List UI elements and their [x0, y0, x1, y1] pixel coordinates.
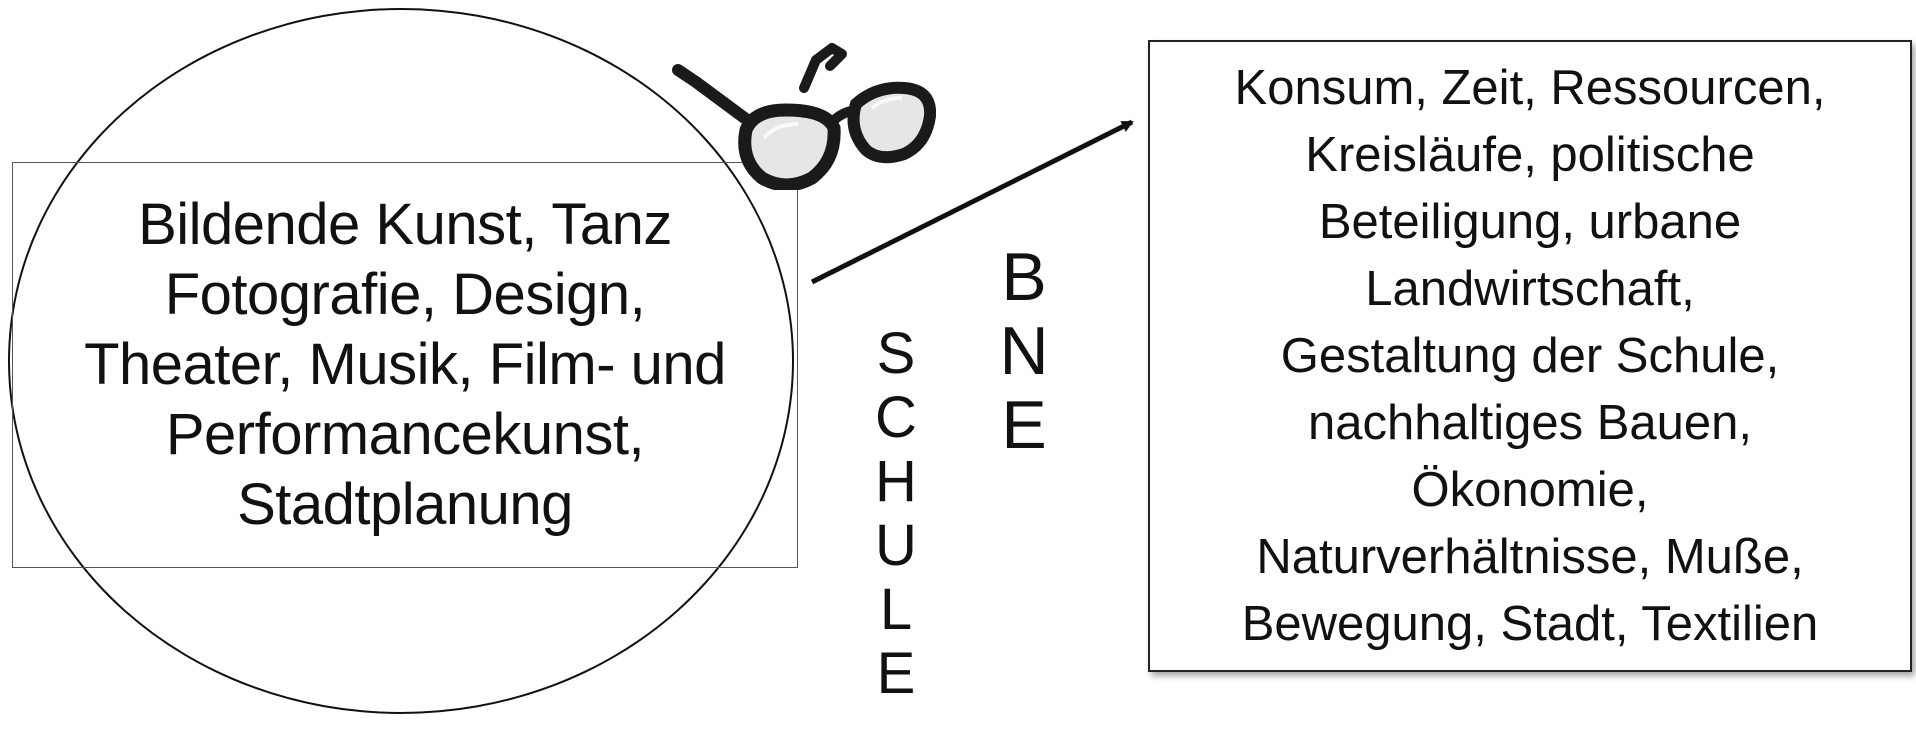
schule-letter: U [875, 513, 917, 578]
schule-letter: L [879, 577, 913, 642]
schule-vertical-label: S C H U L E [868, 322, 924, 706]
art-forms-text: Bildende Kunst, Tanz Fotografie, Design,… [84, 190, 726, 540]
bne-topics-line: Konsum, Zeit, Ressourcen, [1234, 60, 1826, 115]
schule-letter: H [875, 449, 917, 514]
bne-topics-line: Beteiligung, urbane [1318, 194, 1742, 249]
bne-letter: B [1001, 239, 1047, 315]
art-forms-line: Stadtplanung [237, 472, 573, 537]
bne-topics-line: Bewegung, Stadt, Textilien [1241, 596, 1819, 651]
art-forms-box: Bildende Kunst, Tanz Fotografie, Design,… [12, 162, 798, 568]
art-forms-line: Theater, Musik, Film- und [84, 332, 726, 397]
bne-topics-line: Gestaltung der Schule, [1280, 328, 1780, 383]
schule-letter: E [876, 641, 916, 706]
bne-topics-box: Konsum, Zeit, Ressourcen, Kreisläufe, po… [1148, 40, 1912, 672]
art-forms-line: Bildende Kunst, Tanz [138, 192, 672, 257]
schule-letter: S [876, 321, 916, 386]
bne-letter: N [999, 313, 1049, 389]
bne-topics-text: Konsum, Zeit, Ressourcen, Kreisläufe, po… [1235, 55, 1826, 658]
bne-topics-line: Ökonomie, [1411, 462, 1649, 517]
bne-vertical-label: B N E [996, 240, 1052, 462]
bne-topics-line: Naturverhältnisse, Muße, [1256, 529, 1804, 584]
schule-letter: C [875, 385, 917, 450]
art-forms-line: Performancekunst, [165, 402, 645, 467]
ellipse-outline [8, 8, 794, 714]
bne-topics-line: nachhaltiges Bauen, [1307, 395, 1753, 450]
bne-letter: E [1001, 387, 1047, 463]
bne-topics-line: Landwirtschaft, [1365, 261, 1695, 316]
art-forms-line: Fotografie, Design, [164, 262, 646, 327]
bne-topics-line: Kreisläufe, politische [1305, 127, 1755, 182]
eyeglasses-icon [672, 43, 936, 190]
